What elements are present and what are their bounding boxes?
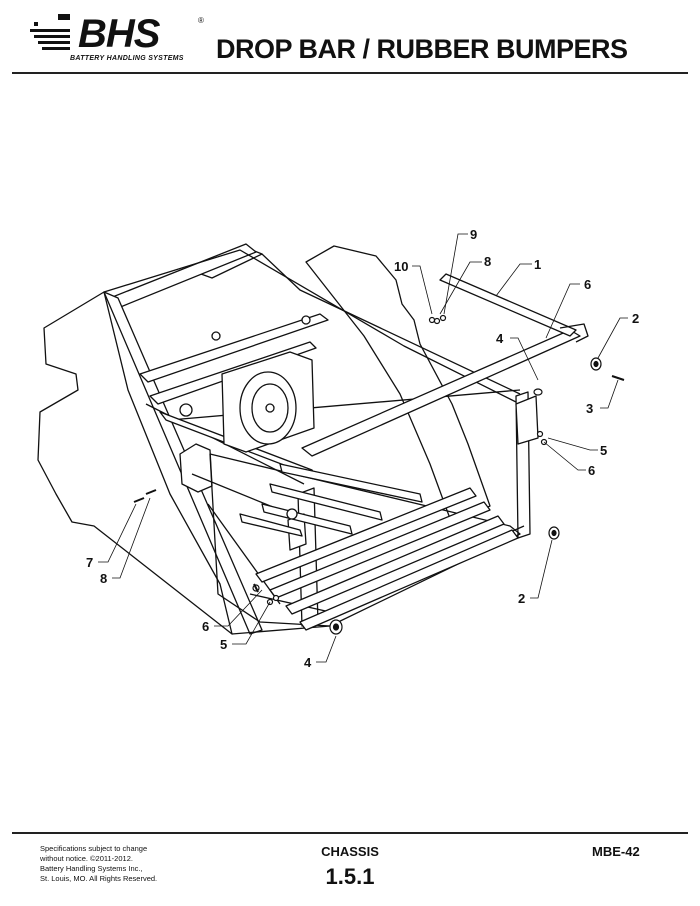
callout-6-right: 6 — [588, 463, 595, 478]
header-rule — [12, 72, 688, 74]
logo-subtitle: BATTERY HANDLING SYSTEMS — [70, 55, 184, 62]
page-footer: Specifications subject to change without… — [0, 834, 700, 906]
notice-line: Battery Handling Systems Inc., — [40, 864, 143, 873]
battery-logo-icon — [30, 14, 70, 50]
notice-line: St. Louis, MO. All Rights Reserved. — [40, 874, 158, 883]
bumper-hardware — [133, 314, 625, 635]
logo-wordmark: BHS — [78, 12, 160, 56]
notice-line: Specifications subject to change — [40, 844, 148, 853]
callout-5-right: 5 — [600, 443, 607, 458]
callout-1: 1 — [534, 257, 541, 272]
callout-4-left: 4 — [304, 655, 312, 670]
callout-2-bottom: 2 — [518, 591, 525, 606]
callout-8-left: 8 — [100, 571, 107, 586]
callout-2-top: 2 — [632, 311, 639, 326]
callout-6-top: 6 — [584, 277, 591, 292]
copyright-notice: Specifications subject to change without… — [40, 844, 170, 884]
chassis-line-art — [37, 243, 589, 635]
callout-4-right: 4 — [496, 331, 504, 346]
callout-6-left: 6 — [202, 619, 209, 634]
page-title: DROP BAR / RUBBER BUMPERS — [216, 34, 628, 64]
exploded-parts-diagram: 9 10 8 1 6 2 4 3 5 6 7 8 2 6 5 4 — [37, 227, 639, 670]
notice-line: without notice. ©2011-2012. — [40, 854, 133, 863]
footer-rule — [12, 832, 688, 834]
bhs-logo: BHS ® BATTERY HANDLING SYSTEMS — [30, 12, 205, 64]
callout-3: 3 — [586, 401, 593, 416]
callout-10: 10 — [394, 259, 408, 274]
logo-registered-mark: ® — [198, 16, 204, 25]
callout-9: 9 — [470, 227, 477, 242]
callout-8-top: 8 — [484, 254, 491, 269]
page-header: BHS ® BATTERY HANDLING SYSTEMS DROP BAR … — [0, 0, 700, 74]
callout-7: 7 — [86, 555, 93, 570]
leader-lines — [98, 233, 628, 663]
section-name: CHASSIS — [321, 844, 379, 859]
page-number: 1.5.1 — [325, 864, 375, 889]
callout-5-left: 5 — [220, 637, 227, 652]
callout-labels: 9 10 8 1 6 2 4 3 5 6 7 8 2 6 5 4 — [86, 227, 639, 670]
model-number: MBE-42 — [592, 844, 640, 859]
